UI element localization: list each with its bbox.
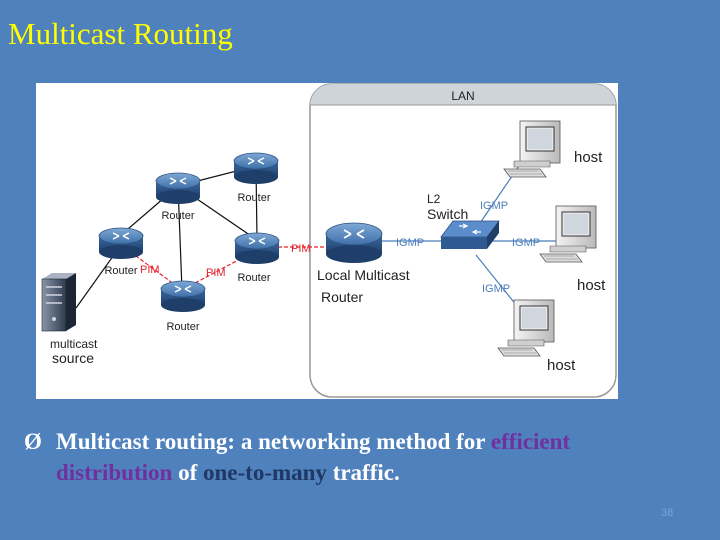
host-computer-icon	[539, 205, 597, 263]
igmp-label: IGMP	[480, 200, 508, 212]
lan-header-bar	[310, 84, 616, 106]
host-computer-icon	[497, 299, 555, 357]
l2-switch-icon	[440, 220, 500, 249]
slide-title: Multicast Routing	[8, 16, 233, 51]
igmp-label: IGMP	[482, 283, 510, 295]
arrow-bullet-icon: Ø	[24, 429, 42, 454]
igmp-label: IGMP	[512, 237, 540, 249]
router-label: Router	[237, 192, 270, 204]
local-multicast-router-icon	[325, 222, 383, 263]
source-label: source	[52, 350, 94, 366]
emphasis-one-to-many: one-to-many	[203, 460, 327, 485]
host-label: host	[577, 277, 606, 294]
host-label: host	[574, 149, 603, 166]
slide-number: 38	[661, 507, 674, 519]
local-router-label: Local Multicast	[317, 267, 410, 283]
router-label: Router	[166, 321, 199, 333]
bullet-text-traffic: traffic.	[326, 460, 400, 485]
bullet-text-intro: Multicast routing: a networking method f…	[56, 429, 491, 454]
host-label: host	[547, 357, 576, 374]
source-label: multicast	[50, 337, 98, 351]
bullet-text-of: of	[172, 460, 203, 485]
router-label: Router	[237, 272, 270, 284]
router-icon	[155, 172, 201, 204]
pim-label: PIM	[291, 243, 311, 255]
router-icon	[234, 232, 280, 264]
pim-label: PIM	[206, 267, 226, 279]
multicast-source-server-icon	[41, 273, 76, 332]
switch-label: L2	[427, 192, 441, 206]
router-label: Router	[161, 210, 194, 222]
router-icon	[233, 152, 279, 184]
lan-label: LAN	[451, 89, 474, 103]
igmp-label: IGMP	[396, 237, 424, 249]
switch-label: Switch	[427, 206, 468, 222]
bullet-text: Multicast routing: a networking method f…	[56, 426, 706, 488]
network-diagram: LAN	[36, 83, 618, 399]
router-icon	[160, 280, 206, 312]
router-icon	[98, 227, 144, 259]
emphasis-efficient: efficient	[490, 429, 571, 454]
host-computer-icon	[503, 120, 561, 178]
pim-label: PIM	[140, 264, 160, 276]
router-label: Router	[104, 265, 137, 277]
local-router-label: Router	[321, 289, 363, 305]
emphasis-distribution: distribution	[56, 460, 173, 485]
